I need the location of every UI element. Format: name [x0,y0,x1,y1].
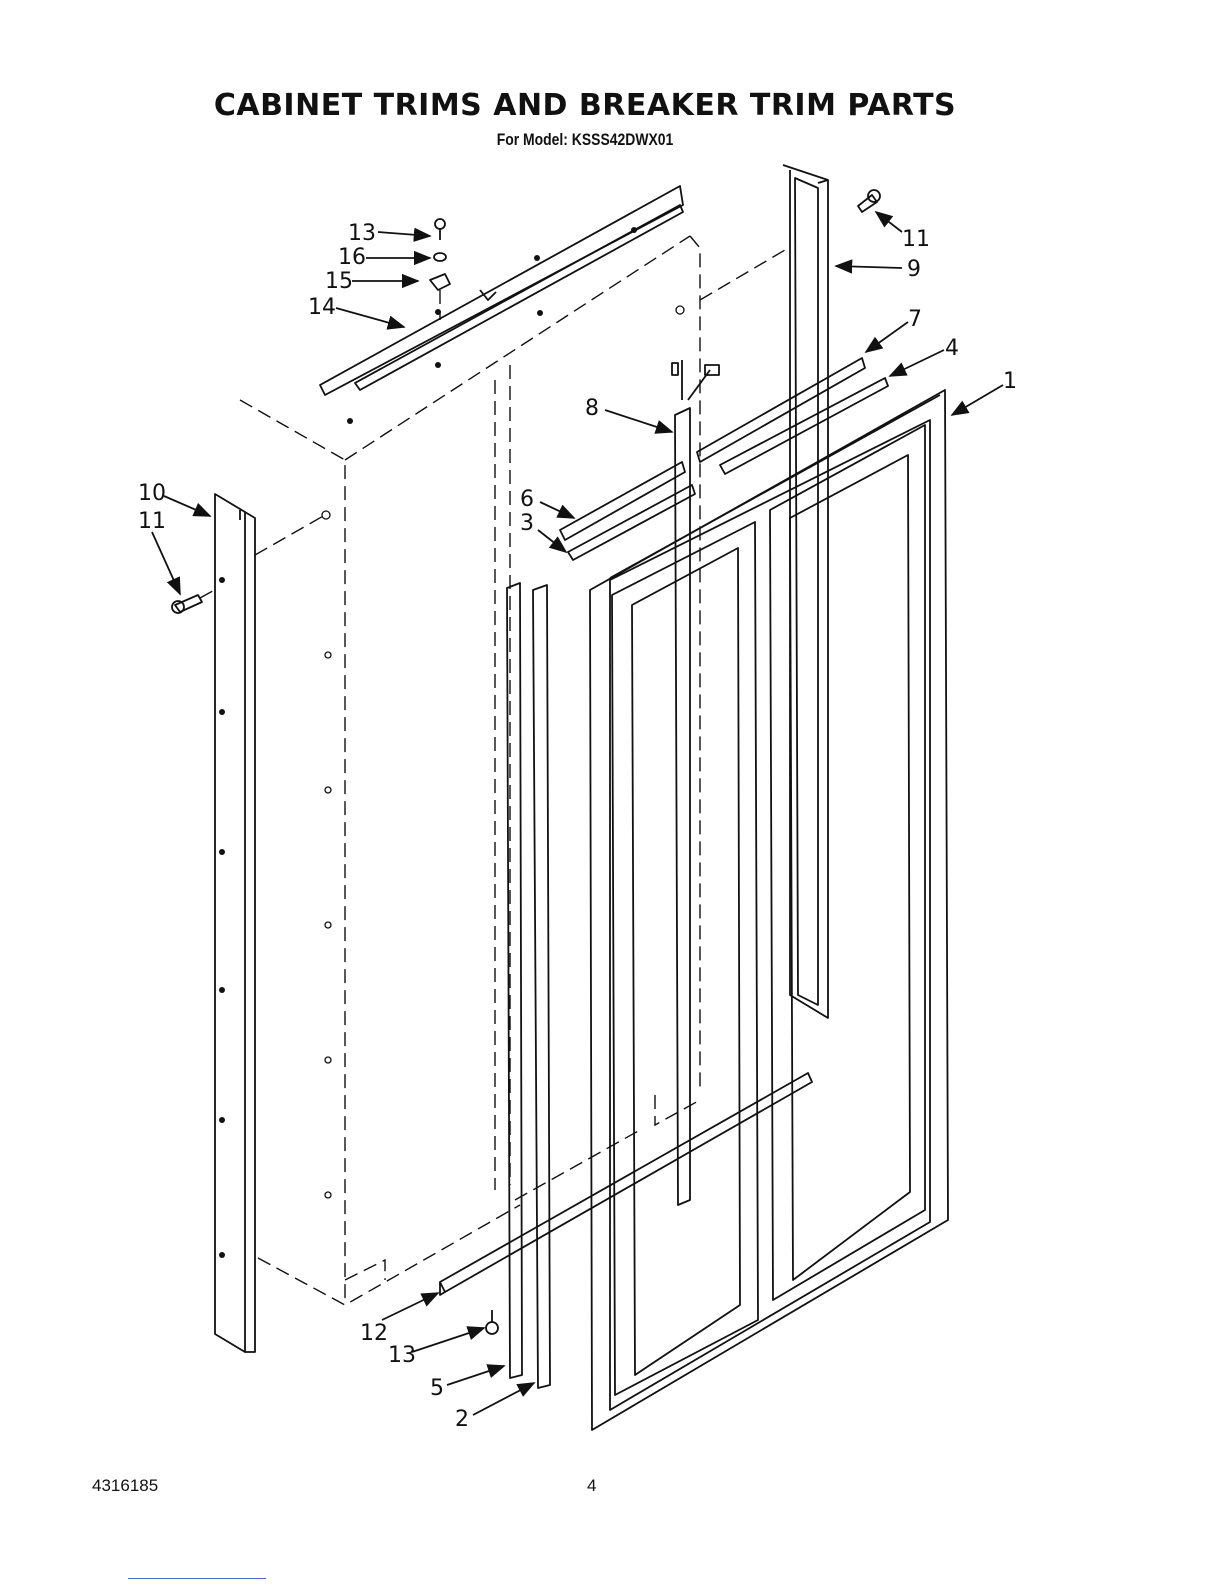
callout-13-bottom: 13 [388,1328,484,1368]
part-5-breaker-strip [507,583,522,1378]
part-7-breaker [697,358,865,462]
callout-label: 11 [138,509,166,534]
callout-label: 16 [338,245,366,270]
callout-label: 10 [138,481,166,506]
part-11-screw-right [858,190,880,212]
callout-label: 3 [520,511,534,536]
callout-2: 2 [455,1383,534,1432]
callout-8: 8 [585,396,672,432]
part-16-washer [434,253,446,261]
callout-1: 1 [952,369,1017,415]
callout-9: 9 [836,257,921,282]
callout-label: 13 [348,221,376,246]
callout-label: 4 [945,336,959,361]
part-6-breaker [560,462,685,540]
part-2-breaker-strip [533,585,550,1388]
part-15-clip [430,274,450,320]
part-10-left-trim [215,494,255,1352]
callout-5: 5 [430,1366,504,1401]
callout-label: 6 [520,487,534,512]
callout-label: 2 [455,1407,469,1432]
callout-label: 13 [388,1343,416,1368]
callout-label: 12 [360,1321,388,1346]
document-number: 4316185 [92,1476,158,1496]
part-1-front-frame [590,390,948,1430]
callout-3: 3 [520,511,566,552]
callout-label: 14 [308,295,336,320]
callout-12: 12 [360,1293,438,1346]
callout-16: 16 [338,245,430,270]
callout-label: 1 [1003,369,1017,394]
callout-14: 14 [308,295,404,327]
callout-label: 11 [902,227,930,252]
footer-rule [128,1578,266,1579]
part-12-bottom-trim [440,1073,812,1295]
page-number: 4 [587,1476,596,1496]
callout-4: 4 [890,336,959,376]
callout-label: 9 [907,257,921,282]
callout-7: 7 [866,307,922,352]
callout-11-left: 11 [138,509,180,594]
callout-11-right: 11 [876,212,930,252]
callout-label: 15 [325,269,353,294]
callout-label: 7 [908,307,922,332]
callout-15: 15 [325,269,418,294]
callout-label: 5 [430,1376,444,1401]
part-13-screw-top [435,219,445,240]
part-13-screw-bottom [486,1310,498,1334]
callout-13-top: 13 [348,221,430,246]
part-8-heater [672,360,719,1205]
callout-label: 8 [585,396,599,421]
